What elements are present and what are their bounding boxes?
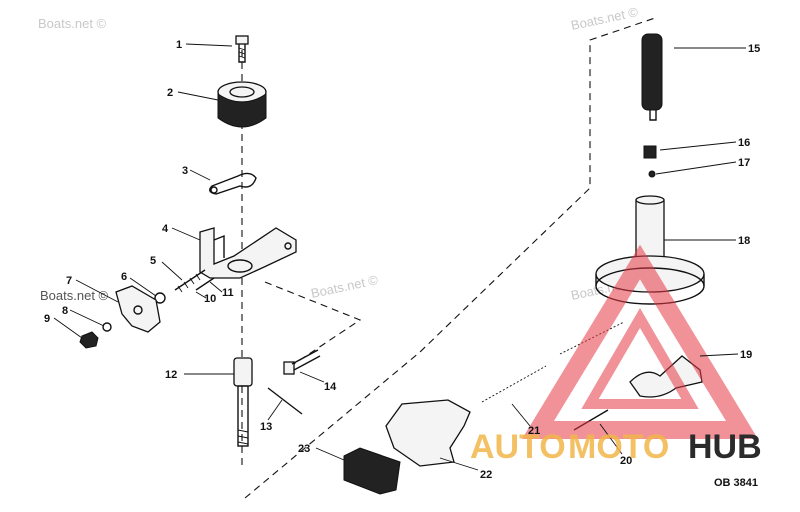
- callout-4: 4: [162, 223, 169, 235]
- part-boot: [641, 33, 663, 121]
- callout-10: 10: [204, 293, 216, 305]
- part-small-washer: [102, 322, 112, 332]
- callout-13: 13: [260, 421, 272, 433]
- callout-11: 11: [222, 287, 234, 299]
- callout-15: 15: [748, 43, 760, 55]
- callout-23: 23: [298, 443, 310, 455]
- callout-17: 17: [738, 157, 750, 169]
- watermark-top-right: Boats.net ©: [570, 4, 640, 33]
- part-nut: [79, 331, 99, 349]
- brand-auto: AUTO: [470, 428, 566, 466]
- watermark-center: Boats.net ©: [310, 272, 380, 301]
- brand-watermark: AUTO MOTO HUB: [470, 428, 762, 466]
- part-bracket: [199, 227, 297, 279]
- part-roll-pin: [267, 387, 303, 415]
- callout-14: 14: [324, 381, 337, 393]
- part-ball: [648, 170, 656, 178]
- callout-3: 3: [182, 165, 188, 177]
- watermark-top-left: Boats.net ©: [38, 16, 107, 31]
- callout-5: 5: [150, 255, 156, 267]
- part-cord: [481, 365, 547, 403]
- part-gear: [217, 81, 267, 128]
- callout-18: 18: [738, 235, 750, 247]
- callout-12: 12: [165, 369, 177, 381]
- part-bolt: [283, 349, 321, 375]
- assembly-dashed-line-diag: [264, 281, 362, 371]
- callout-20: 20: [620, 455, 632, 467]
- warning-triangle-watermark: [522, 244, 758, 439]
- callout-1: 1: [176, 39, 182, 51]
- part-fitting: [643, 145, 657, 159]
- callout-7: 7: [66, 275, 72, 287]
- callout-2: 2: [167, 87, 173, 99]
- part-handle: [385, 399, 471, 467]
- callout-22: 22: [480, 469, 492, 481]
- part-spring: [174, 269, 206, 293]
- part-lever-plate: [115, 285, 161, 333]
- part-pin: [195, 277, 215, 291]
- callout-21: 21: [528, 425, 540, 437]
- callout-19: 19: [740, 349, 752, 361]
- callout-16: 16: [738, 137, 750, 149]
- part-screw: [235, 35, 249, 63]
- part-washer: [154, 292, 166, 304]
- callout-9: 9: [44, 313, 50, 325]
- callout-8: 8: [62, 305, 68, 317]
- diagram-reference-code: OB 3841: [714, 477, 758, 489]
- part-shaft: [233, 357, 253, 447]
- callout-6: 6: [121, 271, 127, 283]
- brand-hub: HUB: [688, 428, 762, 466]
- brand-moto: MOTO: [568, 428, 669, 466]
- watermark-left: Boats.net ©: [40, 288, 109, 303]
- part-clip: [209, 172, 257, 195]
- part-insert: [343, 447, 401, 495]
